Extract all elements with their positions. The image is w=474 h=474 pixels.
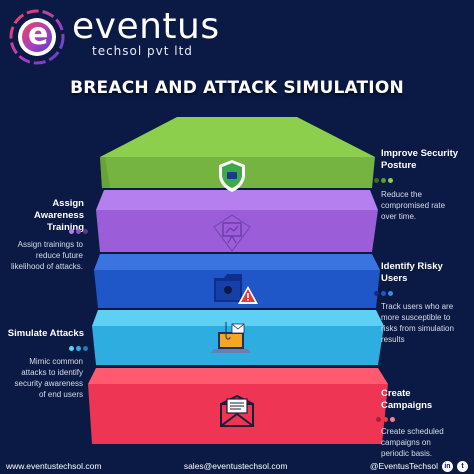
desc-line: risks from simulation bbox=[381, 324, 454, 333]
page-title: BREACH AND ATTACK SIMULATION bbox=[70, 78, 404, 98]
label-line: Campaigns bbox=[381, 400, 433, 411]
label-campaigns-desc: Create scheduled campaigns on periodic b… bbox=[381, 426, 473, 459]
label-risky-users-title: Identify Risky Users bbox=[381, 261, 471, 285]
label-line: Simulate Attacks bbox=[7, 328, 84, 339]
brand-tagline: techsol pvt ltd bbox=[92, 44, 193, 58]
label-line: Identify Risky bbox=[381, 261, 443, 272]
label-line: Training bbox=[47, 222, 84, 233]
desc-line: Reduce the bbox=[381, 190, 422, 199]
label-risky-users-desc: Track users who are more susceptible to … bbox=[381, 301, 473, 345]
desc-line: over time. bbox=[381, 212, 417, 221]
footer-website-link[interactable]: www.eventustechsol.com bbox=[6, 461, 102, 471]
desc-line: periodic basis. bbox=[381, 449, 433, 458]
label-simulate-title: Simulate Attacks bbox=[4, 328, 84, 340]
desc-line: more susceptible to bbox=[381, 313, 451, 322]
footer-email-link[interactable]: sales@eventustechsol.com bbox=[183, 461, 288, 471]
dots-cyan bbox=[69, 345, 88, 351]
label-improve-posture-desc: Reduce the compromised rate over time. bbox=[381, 189, 471, 222]
brand-name: eventus bbox=[72, 6, 220, 47]
desc-line: of end users bbox=[38, 390, 83, 399]
desc-line: Mimic common bbox=[29, 357, 83, 366]
dots-blue bbox=[374, 290, 393, 296]
label-simulate-desc: Mimic common attacks to identify securit… bbox=[0, 356, 83, 400]
desc-line: Assign trainings to bbox=[17, 240, 83, 249]
footer-social: @EventusTechsol in t bbox=[369, 460, 468, 472]
label-awareness-title: Assign Awareness Training bbox=[4, 198, 84, 234]
label-campaigns-title: Create Campaigns bbox=[381, 388, 471, 412]
desc-line: likelihood of attacks. bbox=[10, 262, 83, 271]
desc-line: security awareness bbox=[14, 379, 83, 388]
desc-line: Create scheduled bbox=[381, 427, 444, 436]
eventus-logo-icon bbox=[9, 9, 65, 65]
label-improve-posture-title: Improve Security Posture bbox=[381, 148, 471, 172]
email-icon bbox=[220, 394, 254, 427]
label-line: Create bbox=[381, 388, 411, 399]
desc-line: Track users who are bbox=[381, 302, 454, 311]
folder-warning-icon bbox=[214, 274, 258, 304]
desc-line: results bbox=[381, 335, 405, 344]
label-line: Improve Security bbox=[381, 148, 459, 159]
linkedin-icon[interactable]: in bbox=[441, 460, 453, 472]
label-line: Users bbox=[381, 273, 408, 284]
label-line: Assign Awareness bbox=[34, 198, 84, 221]
label-line: Posture bbox=[381, 160, 417, 171]
logo-letter: e bbox=[28, 17, 49, 52]
layer-awareness-training bbox=[96, 190, 378, 252]
label-awareness-desc: Assign trainings to reduce future likeli… bbox=[0, 239, 83, 272]
footer: www.eventustechsol.com sales@eventustech… bbox=[0, 458, 474, 474]
desc-line: campaigns on bbox=[381, 438, 431, 447]
desc-line: reduce future bbox=[35, 251, 83, 260]
twitter-icon[interactable]: t bbox=[456, 460, 468, 472]
dots-red bbox=[376, 416, 395, 422]
shield-icon bbox=[219, 160, 245, 192]
dots-green bbox=[374, 177, 393, 183]
laptop-phishing-icon bbox=[211, 322, 251, 353]
training-board-icon bbox=[213, 214, 251, 252]
dots-purple bbox=[69, 228, 88, 234]
footer-handle[interactable]: @EventusTechsol bbox=[369, 461, 438, 471]
desc-line: attacks to identify bbox=[21, 368, 83, 377]
desc-line: compromised rate bbox=[381, 201, 446, 210]
